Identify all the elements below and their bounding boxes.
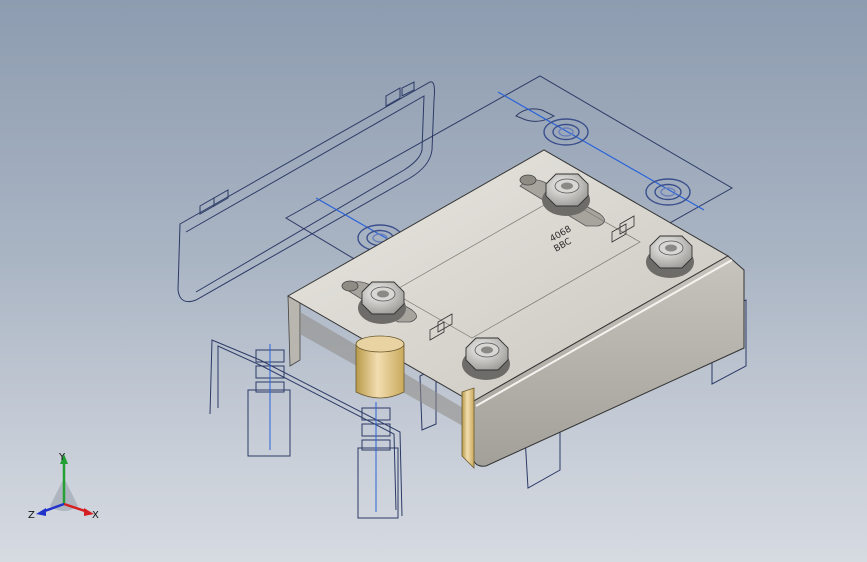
wireframe-cover[interactable] [177, 81, 435, 303]
x-axis-arrow [84, 508, 94, 516]
wireframe-bracket-left[interactable] [209, 339, 403, 519]
y-axis-arrow [60, 454, 68, 464]
center-line [497, 91, 705, 211]
orientation-triad[interactable]: Y X Z [26, 448, 106, 528]
wheel[interactable] [355, 335, 405, 399]
hex-nut[interactable] [358, 281, 406, 324]
z-axis-label: Z [28, 510, 35, 521]
hex-nut[interactable] [646, 235, 694, 278]
x-axis-label: X [92, 510, 99, 521]
hex-nut[interactable] [542, 173, 590, 216]
y-axis-label: Y [58, 452, 66, 463]
z-axis-arrow [36, 508, 46, 516]
hex-nut[interactable] [462, 337, 510, 380]
wheel[interactable] [461, 387, 475, 469]
washer[interactable] [543, 118, 589, 146]
washer[interactable] [645, 178, 691, 206]
